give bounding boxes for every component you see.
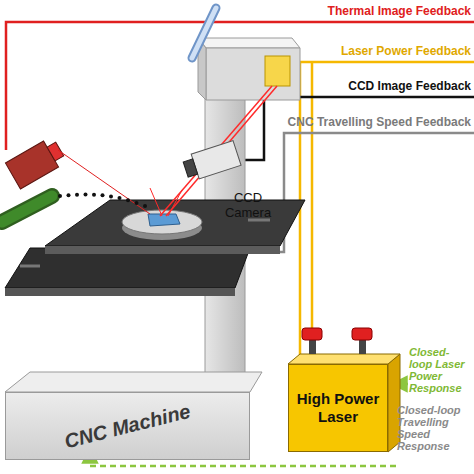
powder-nozzle xyxy=(2,196,52,222)
laser-beam xyxy=(168,190,182,216)
thermal-camera xyxy=(5,136,67,189)
knob xyxy=(352,328,372,340)
deposit-block xyxy=(148,214,180,226)
laser-beam xyxy=(150,188,162,216)
table-upper-slab-edge xyxy=(45,246,280,254)
laser-power-wire xyxy=(299,62,302,364)
laser-power-feedback-wire xyxy=(290,61,474,64)
knob xyxy=(302,328,322,340)
arm-front xyxy=(206,48,300,100)
pyrometer-tube xyxy=(192,8,216,58)
laser-name: High Power Laser xyxy=(295,390,381,426)
response-label: Closed-loop Laser Power Response xyxy=(409,346,471,394)
feedback-label: Laser Power Feedback xyxy=(341,44,471,58)
pyrometer-tube xyxy=(192,8,216,58)
response-label: Closed-loop Travelling Speed Response xyxy=(397,404,471,452)
table-rail xyxy=(20,265,40,268)
machine-base: CNC Machine xyxy=(5,392,250,460)
laser-head xyxy=(265,56,290,86)
table-lower-slab-edge xyxy=(5,288,235,296)
feedback-label: CNC Travelling Speed Feedback xyxy=(288,115,471,129)
feedback-label: CCD Image Feedback xyxy=(348,79,471,93)
speed-feedback-wire xyxy=(262,133,474,252)
thermal-sight-line xyxy=(58,150,150,214)
machine-name: CNC Machine xyxy=(62,399,193,453)
laser-box-top xyxy=(288,354,400,364)
camera-label: CCD Camera xyxy=(220,190,276,220)
powder-nozzle xyxy=(2,196,52,222)
laser-power-wire xyxy=(311,62,314,364)
base-top xyxy=(5,372,262,392)
powder-stream xyxy=(58,193,147,208)
arm-top xyxy=(198,38,300,48)
feedback-label: Thermal Image Feedback xyxy=(328,4,471,18)
ccd-camera xyxy=(182,141,241,182)
laser-box: High Power Laser xyxy=(288,364,388,452)
ccd-feedback-wire xyxy=(240,97,474,160)
